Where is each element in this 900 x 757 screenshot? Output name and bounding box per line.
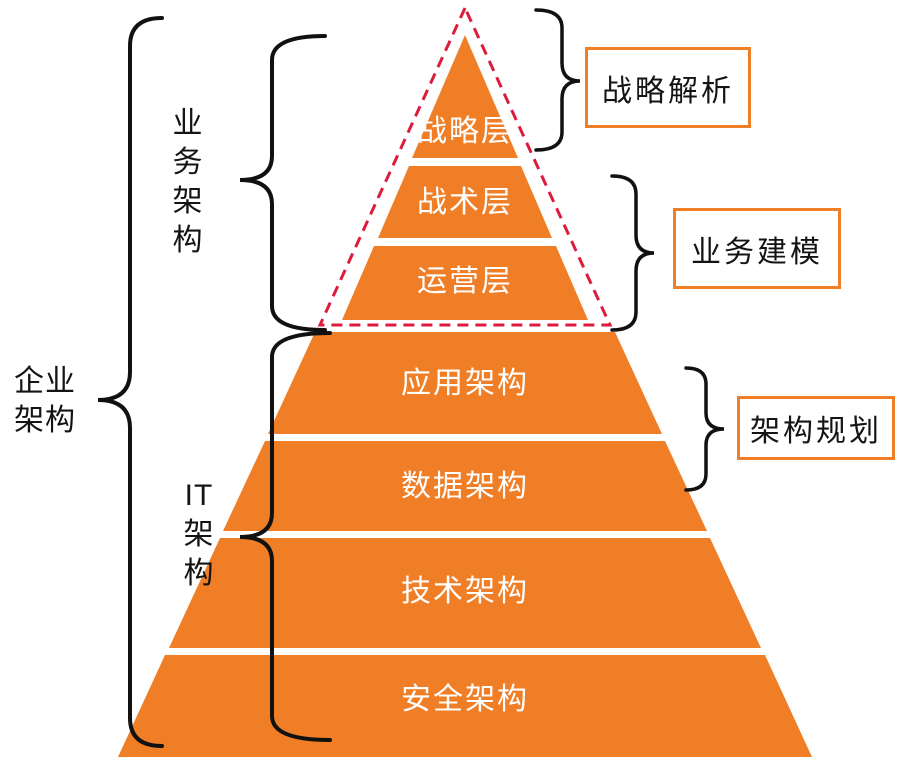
dashed-business-triangle xyxy=(317,4,613,327)
brace-strategy-analysis xyxy=(534,8,581,152)
brace-enterprise-architecture xyxy=(97,16,164,748)
pyramid-layer-operations xyxy=(342,246,588,320)
label-business-architecture: 业务架构 xyxy=(172,107,204,257)
callout-box-strategy-analysis: 战略解析 xyxy=(585,47,751,128)
pyramid-layer-strategy xyxy=(412,35,518,158)
brace-architecture-planning xyxy=(684,366,725,492)
layer-label-technology: 技术架构 xyxy=(401,575,529,608)
callout-label-strategy-analysis: 战略解析 xyxy=(602,74,734,108)
pyramid-layer-security xyxy=(118,655,812,757)
callout-box-business-modeling: 业务建模 xyxy=(673,208,841,289)
brace-business-modeling xyxy=(610,174,655,332)
brace-business-architecture xyxy=(239,34,327,332)
callout-label-architecture-planning: 架构规划 xyxy=(750,415,882,448)
brace-it-architecture xyxy=(239,331,332,742)
pyramid-layer-application xyxy=(268,332,662,434)
label-it-architecture: IT架构 xyxy=(183,479,215,590)
layer-label-data: 数据架构 xyxy=(401,470,529,503)
callout-box-architecture-planning: 架构规划 xyxy=(737,396,895,460)
pyramid-layer-technology xyxy=(169,538,761,648)
layer-label-operations: 运营层 xyxy=(417,265,513,298)
pyramid-layer-tactics xyxy=(378,166,552,238)
label-enterprise-architecture: 企业架构 xyxy=(14,365,76,437)
pyramid-layer-data xyxy=(223,441,707,531)
layer-label-security: 安全架构 xyxy=(401,683,529,716)
callout-label-business-modeling: 业务建模 xyxy=(691,235,823,269)
layer-label-strategy: 战略层 xyxy=(417,115,513,148)
layer-label-application: 应用架构 xyxy=(401,367,529,400)
layer-label-tactics: 战术层 xyxy=(417,186,513,219)
